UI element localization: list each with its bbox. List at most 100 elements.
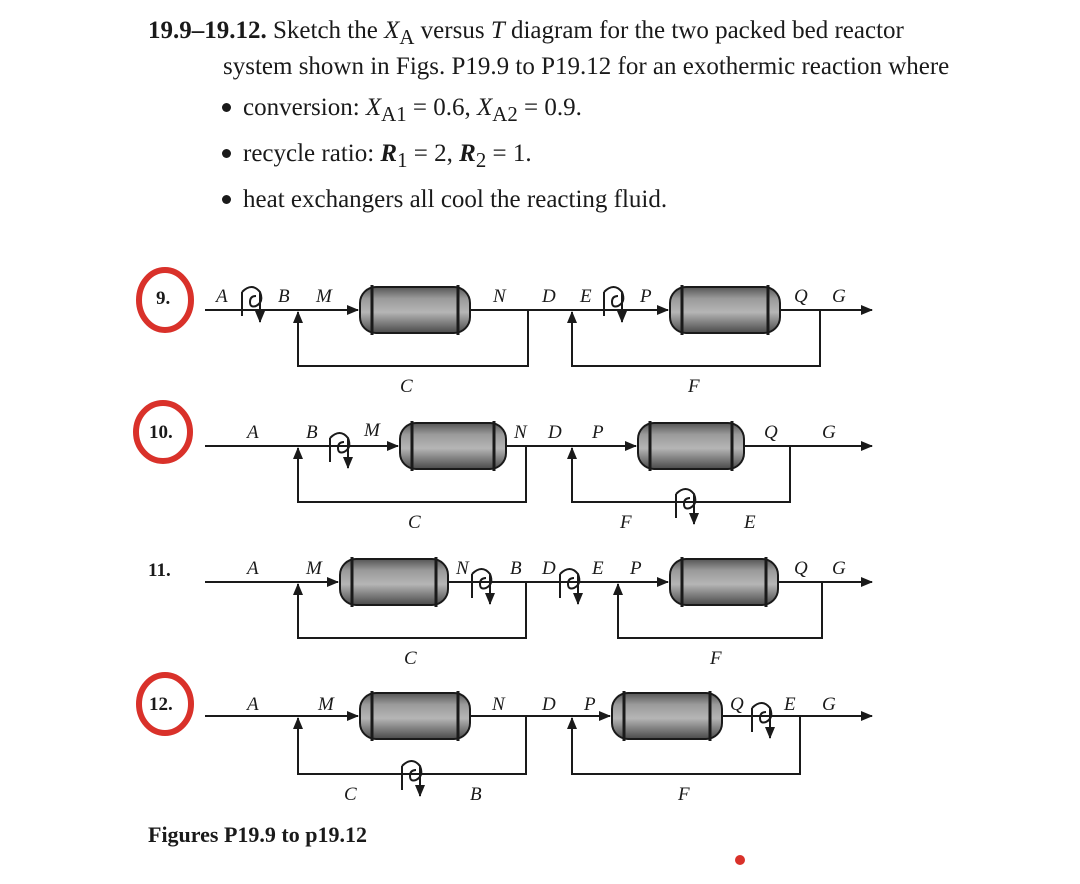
xa2-value: = 0.9. — [524, 94, 582, 121]
stream-label: Q — [730, 694, 744, 715]
stream-label: M — [317, 694, 335, 715]
condition-recycle: recycle ratio: R1 = 2, R2 = 1. — [222, 140, 532, 173]
bullet — [222, 148, 231, 158]
figure-number: 9. — [156, 288, 170, 309]
stream-label: D — [547, 422, 562, 443]
stream-label: D — [541, 558, 556, 579]
heat-exchanger-icon — [751, 702, 775, 739]
figure-9: 9. A B — [136, 267, 873, 397]
stream-label: E — [579, 286, 592, 307]
heat-exchanger-icon — [401, 760, 425, 797]
stream-label: G — [832, 558, 846, 579]
stream-label: C — [404, 648, 417, 669]
r1-value: = 2, — [413, 140, 453, 167]
stream-label: C — [344, 784, 357, 805]
t-symbol: T — [490, 17, 505, 44]
xa1-symbol: X — [365, 94, 382, 121]
stream-label: P — [629, 558, 642, 579]
condition-heat: heat exchangers all cool the reacting fl… — [222, 186, 667, 214]
stream-label: A — [245, 694, 259, 715]
heat-exchanger-icon — [559, 568, 583, 605]
bullet — [222, 194, 231, 204]
reactor-vessel — [637, 421, 745, 471]
stream-label: N — [492, 286, 507, 307]
stream-label: A — [245, 558, 259, 579]
stream-label: G — [822, 422, 836, 443]
stream-label: Q — [794, 558, 808, 579]
stream-label: Q — [764, 422, 778, 443]
r1-sub: 1 — [397, 148, 408, 172]
annotation-circle — [133, 400, 193, 464]
annotation-dot — [735, 855, 745, 865]
r1-symbol: R — [380, 140, 398, 167]
stream-label: G — [822, 694, 836, 715]
stream-label: M — [305, 558, 323, 579]
figure-11: 11. A M — [148, 557, 873, 669]
xa-symbol: X — [384, 17, 400, 44]
problem-number: 19.9–19.12. — [148, 17, 267, 44]
stream-label: F — [709, 648, 722, 669]
xa1-value: = 0.6, — [412, 94, 471, 121]
problem-text: Sketch the — [273, 17, 378, 44]
figure-12: 12. A M — [136, 672, 873, 805]
stream-label: A — [214, 286, 228, 307]
cond-text: heat exchangers all cool the reacting fl… — [243, 186, 668, 213]
stream-label: M — [363, 420, 381, 441]
cond-text: conversion: — [243, 94, 360, 121]
xa-subscript: A — [399, 25, 415, 49]
bullet — [222, 102, 231, 112]
stream-label: N — [491, 694, 506, 715]
reactor-vessel — [399, 421, 507, 471]
heat-exchanger-icon — [603, 286, 627, 323]
stream-label: P — [583, 694, 596, 715]
stream-label: E — [591, 558, 604, 579]
reactor-vessel — [359, 285, 471, 335]
xa2-symbol: X — [477, 94, 493, 121]
r2-symbol: R — [459, 140, 476, 167]
r2-sub: 2 — [475, 148, 487, 172]
reactor-vessel — [359, 691, 471, 741]
heat-exchanger-icon — [471, 568, 495, 605]
problem-text: diagram for the two packed bed reactor — [510, 17, 904, 44]
stream-label: N — [455, 558, 470, 579]
stream-label: G — [832, 286, 846, 307]
heat-exchanger-icon — [241, 286, 265, 323]
stream-label: B — [278, 286, 290, 307]
annotation-circle — [136, 672, 194, 736]
problem-statement: 19.9–19.12. Sketch the XA versus T diagr… — [148, 16, 1048, 82]
reactor-vessel — [611, 691, 723, 741]
stream-label: A — [245, 422, 259, 443]
figure-10: 10. A B — [133, 400, 873, 533]
annotation-circle — [136, 267, 194, 333]
xa2-sub: A2 — [492, 102, 518, 126]
problem-text-line2: system shown in Figs. P19.9 to P19.12 fo… — [223, 53, 950, 80]
stream-label: E — [743, 512, 756, 533]
r2-value: = 1. — [492, 140, 532, 167]
heat-exchanger-icon — [675, 488, 699, 525]
stream-label: C — [408, 512, 421, 533]
reactor-vessel — [339, 557, 449, 607]
stream-label: F — [677, 784, 690, 805]
stream-label: B — [306, 422, 318, 443]
stream-label: M — [315, 286, 333, 307]
stream-label: B — [470, 784, 482, 805]
figure-number: 10. — [149, 422, 173, 443]
stream-label: F — [687, 376, 700, 397]
stream-label: D — [541, 286, 556, 307]
figure-caption: Figures P19.9 to p19.12 — [148, 822, 367, 847]
stream-label: B — [510, 558, 522, 579]
heat-exchanger-icon — [329, 432, 353, 469]
reactor-vessel — [669, 285, 781, 335]
stream-label: F — [619, 512, 632, 533]
figure-number: 12. — [149, 694, 173, 715]
stream-label: Q — [794, 286, 808, 307]
reactor-vessel — [669, 557, 779, 607]
stream-label: P — [639, 286, 652, 307]
stream-label: P — [591, 422, 604, 443]
stream-label: C — [400, 376, 413, 397]
stream-label: D — [541, 694, 556, 715]
problem-text: versus — [420, 17, 485, 44]
stream-label: E — [783, 694, 796, 715]
